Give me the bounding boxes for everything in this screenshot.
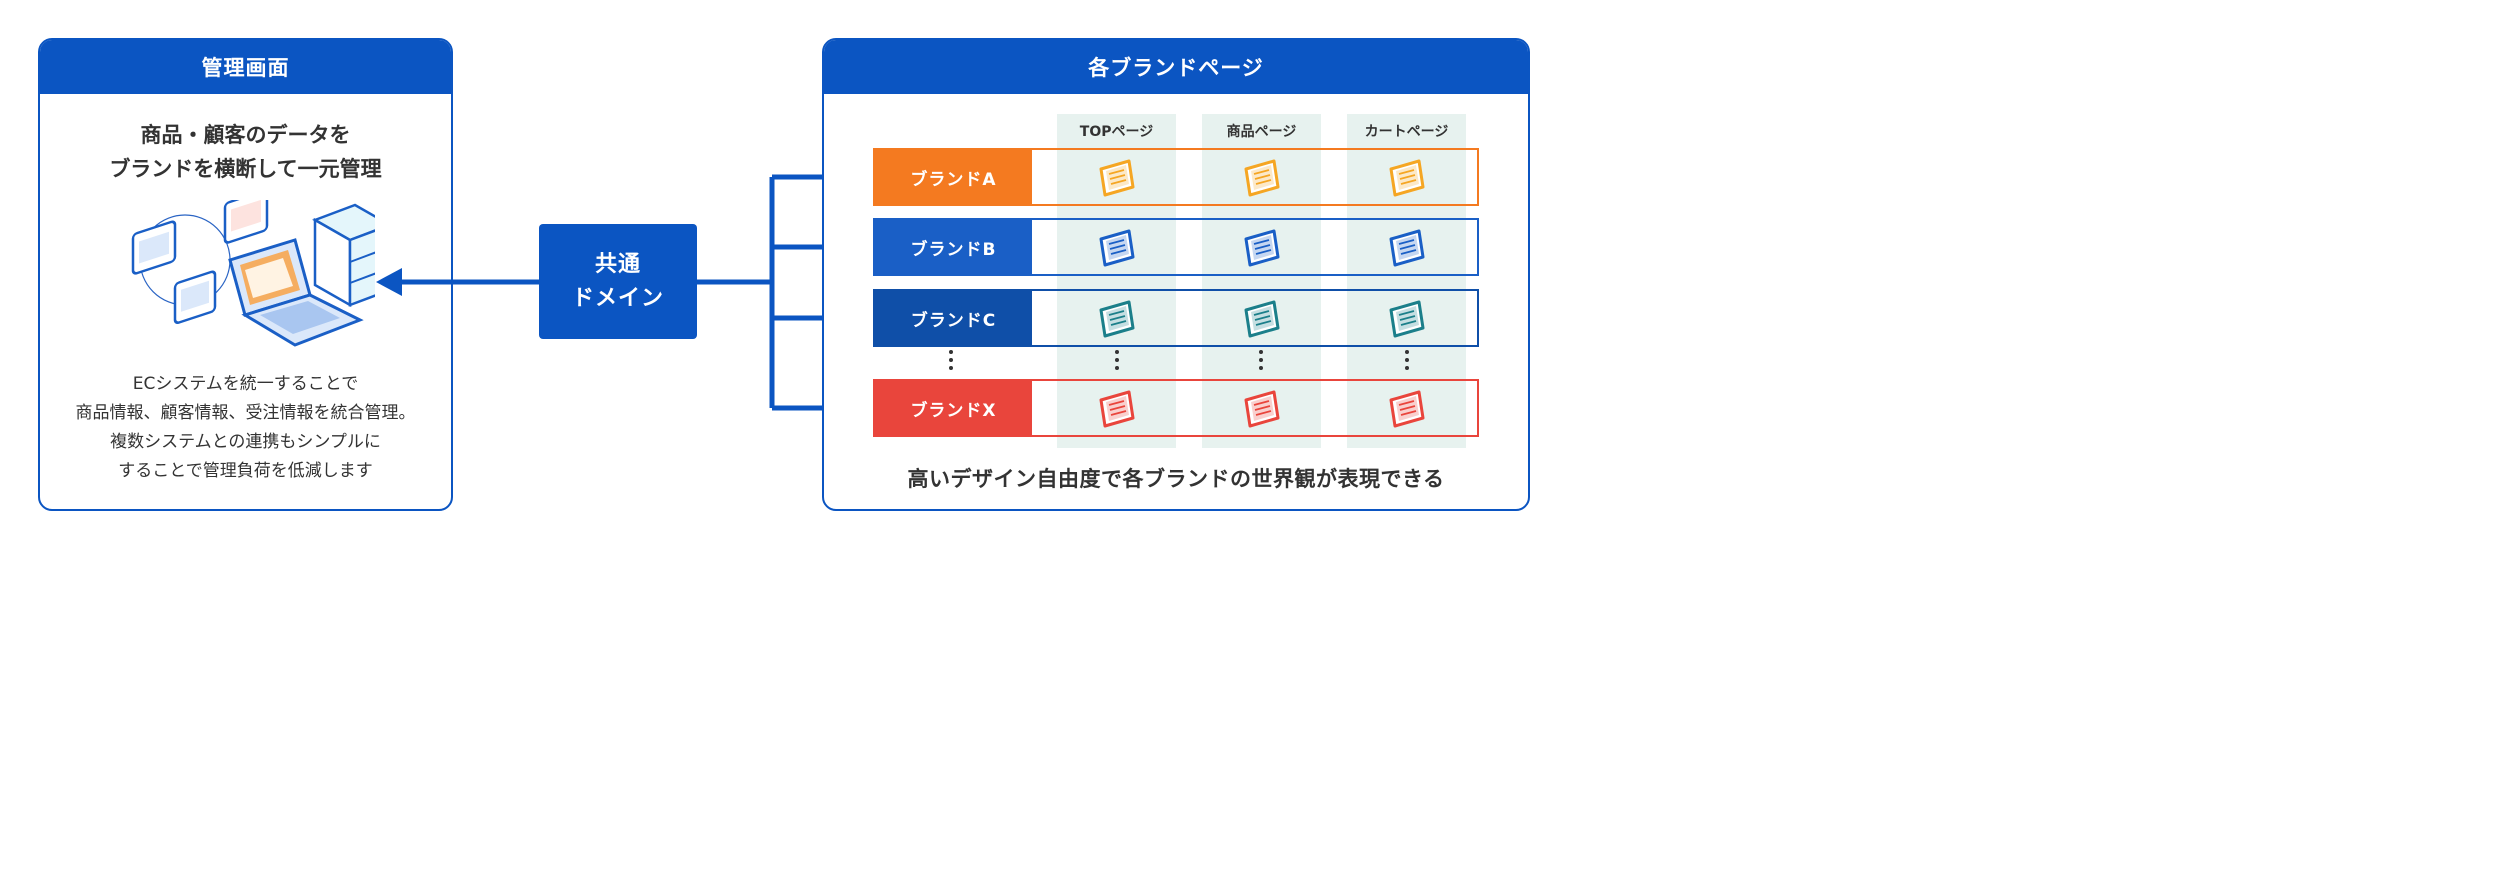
brand-row-c: ブランドC	[873, 289, 1479, 347]
screen-icon-1	[131, 220, 177, 275]
page-icon-b-cart	[1389, 229, 1425, 267]
brand-label-x: ブランドX	[875, 381, 1032, 435]
body-line-1: ECシステムを統一することで	[132, 374, 359, 394]
ellipsis-product-col	[1258, 350, 1264, 374]
shared-domain-line-2: ドメイン	[571, 285, 664, 311]
page-icon-b-product	[1244, 229, 1280, 267]
laptop-server-illustration	[131, 200, 375, 347]
column-header-product: 商品ページ	[1226, 124, 1297, 140]
screen-icon-3	[173, 270, 217, 324]
page-icon-b-top	[1099, 229, 1135, 267]
screen-icon-2	[223, 200, 269, 244]
page-icon-a-product	[1244, 159, 1280, 197]
body-line-3: 複数システムとの連携もシンプルに	[110, 432, 381, 452]
page-icon-x-top	[1099, 390, 1135, 428]
column-header-top: TOPページ	[1079, 124, 1154, 140]
ellipsis-brand-col	[948, 350, 954, 374]
brand-row-a: ブランドA	[873, 148, 1479, 206]
brand-label-c: ブランドC	[875, 291, 1032, 345]
page-icon-c-top	[1099, 300, 1135, 338]
page-icon-x-product	[1244, 390, 1280, 428]
management-panel-header: 管理画面	[40, 40, 451, 94]
page-icon-c-product	[1244, 300, 1280, 338]
brand-row-b: ブランドB	[873, 218, 1479, 276]
column-header-cart: カートページ	[1364, 124, 1449, 140]
page-icon-a-cart	[1389, 159, 1425, 197]
page-icon-x-cart	[1389, 390, 1425, 428]
title-line-2: ブランドを横断して一元管理	[109, 157, 382, 181]
shared-domain-line-1: 共通	[594, 251, 641, 277]
body-line-4: することで管理負荷を低減します	[118, 461, 373, 481]
brand-row-x: ブランドX	[873, 379, 1479, 437]
brand-label-a: ブランドA	[875, 150, 1032, 204]
shared-domain-box: 共通 ドメイン	[539, 224, 697, 339]
ellipsis-top-col	[1114, 350, 1120, 374]
management-panel-description: ECシステムを統一することで 商品情報、顧客情報、受注情報を統合管理。 複数シス…	[40, 370, 451, 486]
body-line-2: 商品情報、顧客情報、受注情報を統合管理。	[75, 403, 416, 423]
brand-pages-footer: 高いデザイン自由度で各ブランドの世界観が表現できる	[907, 467, 1445, 491]
title-line-1: 商品・顧客のデータを	[140, 123, 351, 147]
page-icon-c-cart	[1389, 300, 1425, 338]
ellipsis-cart-col	[1404, 350, 1410, 374]
page-icon-a-top	[1099, 159, 1135, 197]
brand-pages-header: 各ブランドページ	[824, 40, 1528, 94]
management-panel: 管理画面 商品・顧客のデータを ブランドを横断して一元管理	[38, 38, 453, 511]
arrow-left-icon	[376, 268, 402, 296]
management-panel-title: 商品・顧客のデータを ブランドを横断して一元管理	[40, 118, 451, 186]
server-icon	[312, 203, 375, 308]
brand-label-b: ブランドB	[875, 220, 1032, 274]
